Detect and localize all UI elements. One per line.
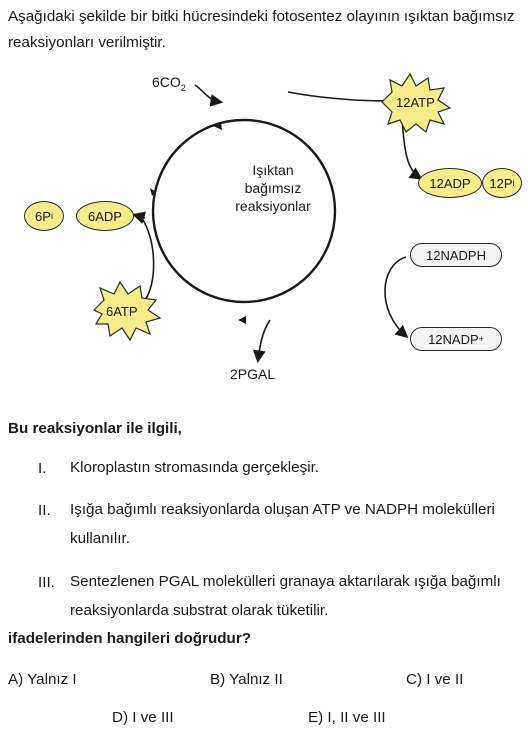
- center-line-3: reaksiyonlar: [235, 198, 311, 214]
- diagram-graphics: [92, 72, 452, 364]
- option-a[interactable]: A) Yalnız I: [8, 671, 77, 688]
- atp6-to-adp6-arrow: [131, 211, 147, 224]
- atp6-line: [141, 217, 155, 301]
- adp6-oval: 6ADP: [76, 201, 134, 231]
- co2-arrow: [194, 84, 224, 107]
- co2-subscript: 2: [180, 82, 186, 93]
- adp12-text: 12ADP: [429, 175, 471, 191]
- option-b[interactable]: B) Yalnız II: [210, 671, 283, 688]
- cycle-circle: [151, 118, 337, 304]
- pgal-arrow: [252, 319, 271, 364]
- option-e[interactable]: E) I, II ve III: [308, 709, 386, 726]
- atp6-label: 6ATP: [106, 304, 138, 319]
- atp-in-line: [287, 91, 393, 102]
- statement-1-number: I.: [38, 460, 47, 477]
- statement-2-text: Işığa bağımlı reaksiyonlarda oluşan ATP …: [70, 501, 495, 547]
- cycle-arrowhead-bottom: [238, 316, 246, 324]
- p6-subscript: i: [50, 211, 53, 221]
- cycle-center-label: Işıktan bağımsız reaksiyonlar: [228, 161, 318, 215]
- cycle-arrowhead-top: [213, 122, 222, 130]
- nadp-superscript: +: [478, 334, 484, 344]
- nadph-to-nadp-arrow: [384, 256, 409, 339]
- nadph-text: 12NADPH: [426, 247, 486, 263]
- calvin-cycle-diagram: Işıktan bağımsız reaksiyonlar 6CO2 12ATP…: [0, 70, 528, 390]
- co2-label: 6CO2: [152, 74, 186, 93]
- nadp-pill: 12NADP+: [410, 327, 502, 351]
- adp12-oval: 12ADP: [418, 168, 482, 198]
- cycle-arrowhead-left: [150, 188, 156, 196]
- nadp-text: 12NADP: [428, 331, 479, 347]
- p12-subscript: i: [512, 178, 515, 188]
- adp6-text: 6ADP: [88, 208, 122, 224]
- p6-text: 6P: [35, 208, 51, 224]
- atp12-label: 12ATP: [396, 95, 435, 110]
- nadph-pill: 12NADPH: [410, 243, 502, 267]
- pgal-label: 2PGAL: [230, 366, 276, 382]
- question-intro: Aşağıdaki şekilde bir bitki hücresindeki…: [8, 8, 515, 51]
- statement-3-number: III.: [38, 574, 55, 591]
- atp12-star-icon: [381, 72, 452, 134]
- statement-2-number: II.: [38, 502, 51, 519]
- p12-text: 12P: [489, 175, 513, 191]
- center-line-2: bağımsız: [244, 180, 302, 196]
- option-d[interactable]: D) I ve III: [112, 709, 174, 726]
- center-line-1: Işıktan: [252, 162, 294, 178]
- question-end: ifadelerinden hangileri doğrudur?: [8, 630, 252, 647]
- atp6-star-icon: [92, 280, 162, 342]
- co2-text: 6CO: [152, 74, 181, 90]
- statement-3-text: Sentezlenen PGAL molekülleri granaya akt…: [70, 573, 501, 619]
- question-stem: Bu reaksiyonlar ile ilgili,: [8, 420, 182, 437]
- option-c[interactable]: C) I ve II: [406, 671, 464, 688]
- statement-1-text: Kloroplastın stromasında gerçekleşir.: [70, 459, 320, 476]
